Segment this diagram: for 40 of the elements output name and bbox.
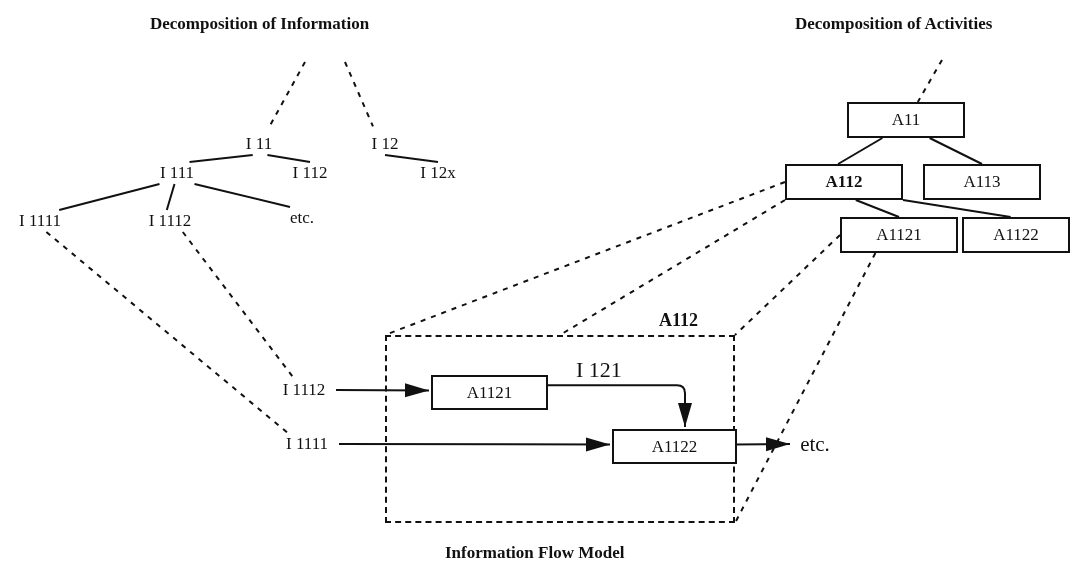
activity-box: A1122 [962, 217, 1070, 253]
activity-box: A1121 [431, 375, 548, 410]
group-heading: A112 [659, 310, 698, 331]
dashed-mapping-line [734, 252, 877, 524]
tree-line [58, 183, 161, 211]
activity-box: A112 [785, 164, 903, 200]
information-label: etc. [282, 207, 322, 229]
tree-line [266, 154, 311, 163]
dashed-mapping-line [268, 61, 306, 128]
tree-line [928, 137, 983, 165]
tree-line [384, 154, 439, 163]
activity-box: A113 [923, 164, 1041, 200]
information-label: I 12x [412, 162, 464, 184]
tree-line [837, 137, 884, 165]
tree-line [188, 154, 254, 163]
information-label: I 112 [284, 162, 336, 184]
dashed-mapping-line [734, 234, 841, 336]
section-heading: Decomposition of Activities [795, 14, 993, 34]
information-label: I 12 [365, 133, 405, 155]
dashed-mapping-line [916, 59, 943, 103]
activity-box: A1121 [840, 217, 958, 253]
information-label: I 111 [152, 162, 202, 184]
information-label: I 1112 [272, 379, 336, 401]
information-label: I 1111 [275, 433, 339, 455]
activity-box: A1122 [612, 429, 737, 464]
tree-line [193, 183, 291, 208]
information-label: I 11 [238, 133, 280, 155]
information-label: I 1111 [8, 210, 72, 232]
tree-line [854, 199, 900, 218]
activity-box: A11 [847, 102, 965, 138]
information-label: etc. [790, 431, 840, 457]
dashed-mapping-line [45, 231, 289, 434]
section-heading: Decomposition of Information [150, 14, 370, 34]
information-label: I 1112 [138, 210, 202, 232]
dashed-mapping-line [181, 231, 296, 380]
section-heading: Information Flow Model [445, 543, 625, 563]
flow-arrow [338, 437, 611, 452]
dashed-mapping-line [344, 61, 374, 128]
flow-arrow [335, 383, 430, 398]
tree-line [165, 183, 176, 211]
